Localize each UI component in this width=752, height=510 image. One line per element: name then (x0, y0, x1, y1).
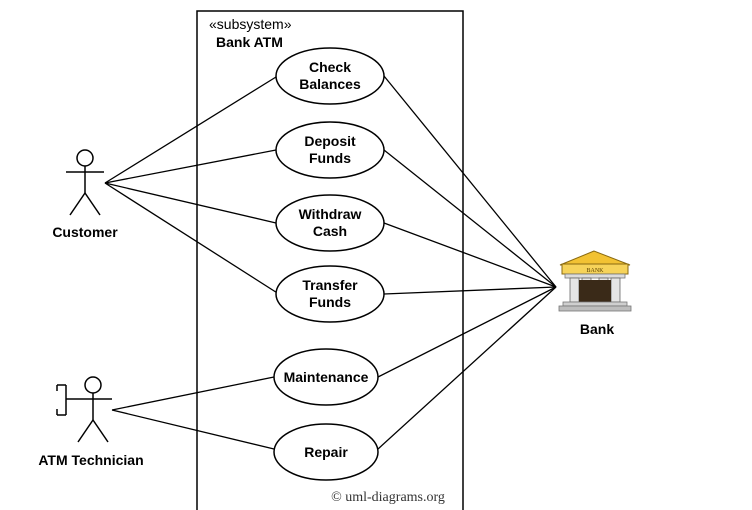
assoc-customer-check-balances (104, 76, 277, 184)
actor-atm-technician (56, 376, 112, 443)
svg-text:Maintenance: Maintenance (284, 369, 369, 385)
assoc-bank-deposit-funds (383, 149, 557, 288)
use-case-transfer-funds: Transfer Funds (275, 265, 385, 323)
use-case-repair: Repair (273, 423, 379, 481)
actor-bank-label: Bank (580, 321, 614, 337)
assoc-technician-repair (111, 409, 275, 450)
subsystem-stereotype: «subsystem» (209, 16, 292, 32)
assoc-bank-transfer-funds (383, 286, 557, 295)
bank-building-icon: BANK (558, 250, 632, 312)
assoc-customer-deposit-funds (104, 149, 277, 184)
stick-figure-head-icon (84, 376, 102, 394)
svg-text:Transfer: Transfer (302, 277, 358, 293)
assoc-bank-withdraw-cash (383, 222, 557, 288)
svg-text:Withdraw: Withdraw (299, 206, 362, 222)
svg-text:Funds: Funds (309, 150, 351, 166)
assoc-technician-maintenance (111, 376, 275, 411)
svg-text:Balances: Balances (299, 76, 361, 92)
use-case-check-balances: Check Balances (275, 47, 385, 105)
use-case-maintenance: Maintenance (273, 348, 379, 406)
svg-text:Funds: Funds (309, 294, 351, 310)
actor-atm-technician-label: ATM Technician (38, 452, 143, 468)
actor-customer (66, 149, 104, 216)
subsystem-boundary (196, 10, 464, 510)
assoc-bank-maintenance (377, 286, 557, 378)
association-lines (104, 75, 557, 450)
stick-figure-head-icon (76, 149, 94, 167)
svg-text:Check: Check (309, 59, 351, 75)
subsystem-name: Bank ATM (216, 34, 283, 50)
copyright-notice: © uml-diagrams.org (331, 490, 445, 505)
wrench-tool-icon (56, 384, 74, 416)
assoc-customer-withdraw-cash (104, 182, 277, 224)
bank-sign: BANK (586, 268, 604, 274)
use-case-deposit-funds: Deposit Funds (275, 121, 385, 179)
assoc-bank-repair (377, 286, 557, 450)
svg-text:Deposit: Deposit (304, 133, 356, 149)
svg-text:Cash: Cash (313, 223, 347, 239)
svg-text:Repair: Repair (304, 444, 348, 460)
assoc-customer-transfer-funds (104, 182, 283, 297)
assoc-bank-check-balances (383, 75, 557, 288)
actor-customer-label: Customer (52, 224, 118, 240)
use-case-withdraw-cash: Withdraw Cash (275, 194, 385, 252)
